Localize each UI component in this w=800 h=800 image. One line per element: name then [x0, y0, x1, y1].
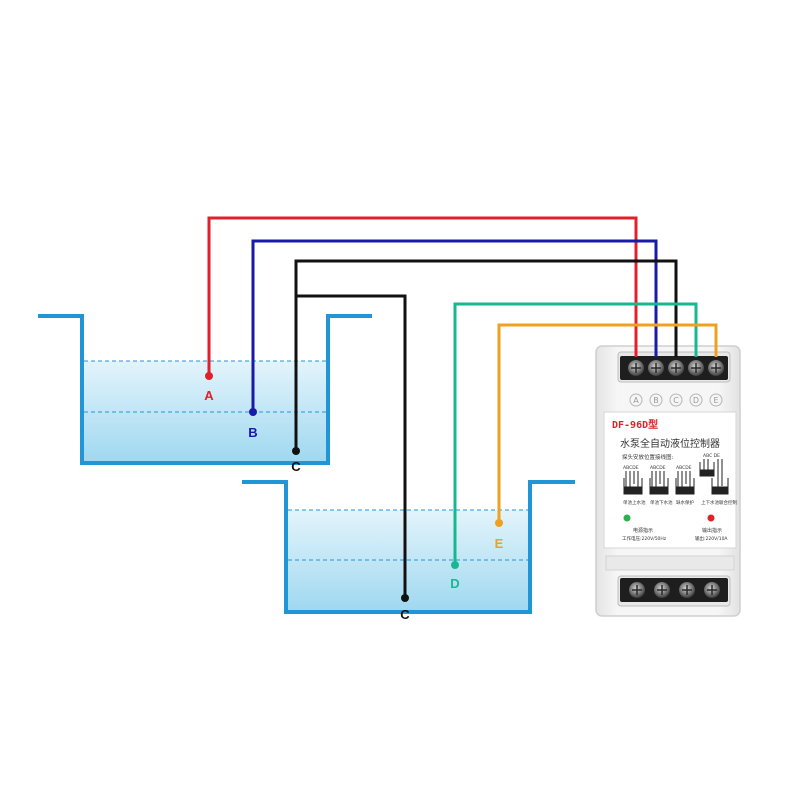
- wires: [207, 216, 718, 598]
- mode-header-4: ABC DE: [703, 453, 720, 459]
- mode-caption-2: 单池下水池: [650, 499, 673, 506]
- device-title: 水泵全自动液位控制器: [620, 437, 720, 450]
- wire-c-lower: [296, 294, 407, 598]
- top-screws: [628, 360, 724, 376]
- terminal-letter-b: B: [653, 396, 659, 405]
- probe-a-dot: [205, 372, 213, 380]
- lower-tank: [242, 480, 575, 614]
- mode-caption-1: 单池上水池: [623, 499, 646, 506]
- terminal-letter-d: D: [693, 396, 699, 405]
- wiring-modes: ABCDE ABCDE ABCDE ABC DE: [623, 453, 737, 506]
- terminal-letters: A B C D E: [629, 393, 723, 407]
- voltage-input-label: 工作电压:220V/50Hz: [622, 535, 667, 542]
- power-indicator-led: [623, 514, 631, 522]
- mode-icon-3: [675, 471, 695, 495]
- mode-icon-2: [649, 471, 669, 495]
- lower-tank-wall: [242, 480, 575, 614]
- probe-d-label: D: [450, 576, 459, 591]
- terminal-letter-a: A: [633, 396, 639, 405]
- probe-e-label: E: [495, 536, 504, 551]
- output-indicator-label: 输出指示: [702, 527, 722, 534]
- wire-e: [497, 323, 718, 523]
- probe-d-dot: [451, 561, 459, 569]
- lower-tank-water: [286, 510, 530, 612]
- mode-icon-1: [623, 471, 643, 495]
- terminal-letter-c: C: [673, 396, 679, 405]
- probe-c-upper-label: C: [291, 459, 301, 474]
- wire-b: [251, 239, 658, 412]
- voltage-output-label: 输出:220V/10A: [695, 535, 728, 542]
- mode-icon-4: [699, 459, 729, 495]
- power-indicator-label: 电源指示: [633, 527, 653, 534]
- device-subtitle: 探头安放位置接线图:: [622, 453, 674, 461]
- mode-caption-3: 缺水保护: [676, 499, 694, 506]
- probe-c-upper-dot: [292, 447, 300, 455]
- controller-device: A B C D E DF-96D型 水泵全自动液位控制器 探头安放位置接线图: …: [595, 345, 741, 617]
- probe-b-label: B: [248, 425, 257, 440]
- probe-c-lower-label: C: [400, 607, 410, 622]
- probe-a-label: A: [204, 388, 214, 403]
- terminal-letter-e: E: [713, 396, 718, 405]
- wire-a: [207, 216, 638, 376]
- upper-tank: [38, 314, 372, 465]
- bottom-screws: [629, 582, 720, 598]
- upper-tank-wall: [38, 314, 372, 465]
- probe-c-lower-dot: [401, 594, 409, 602]
- mode-header-3: ABCDE: [676, 465, 692, 471]
- wire-d: [453, 302, 698, 565]
- mode-caption-4: 上下水池联合控制: [701, 499, 737, 506]
- mode-header-1: ABCDE: [623, 465, 639, 471]
- probes: A B C C D E: [204, 372, 504, 622]
- mode-header-2: ABCDE: [650, 465, 666, 471]
- output-indicator-led: [707, 514, 715, 522]
- probe-b-dot: [249, 408, 257, 416]
- device-model: DF-96D型: [612, 418, 658, 431]
- wire-c: [294, 259, 678, 451]
- probe-e-dot: [495, 519, 503, 527]
